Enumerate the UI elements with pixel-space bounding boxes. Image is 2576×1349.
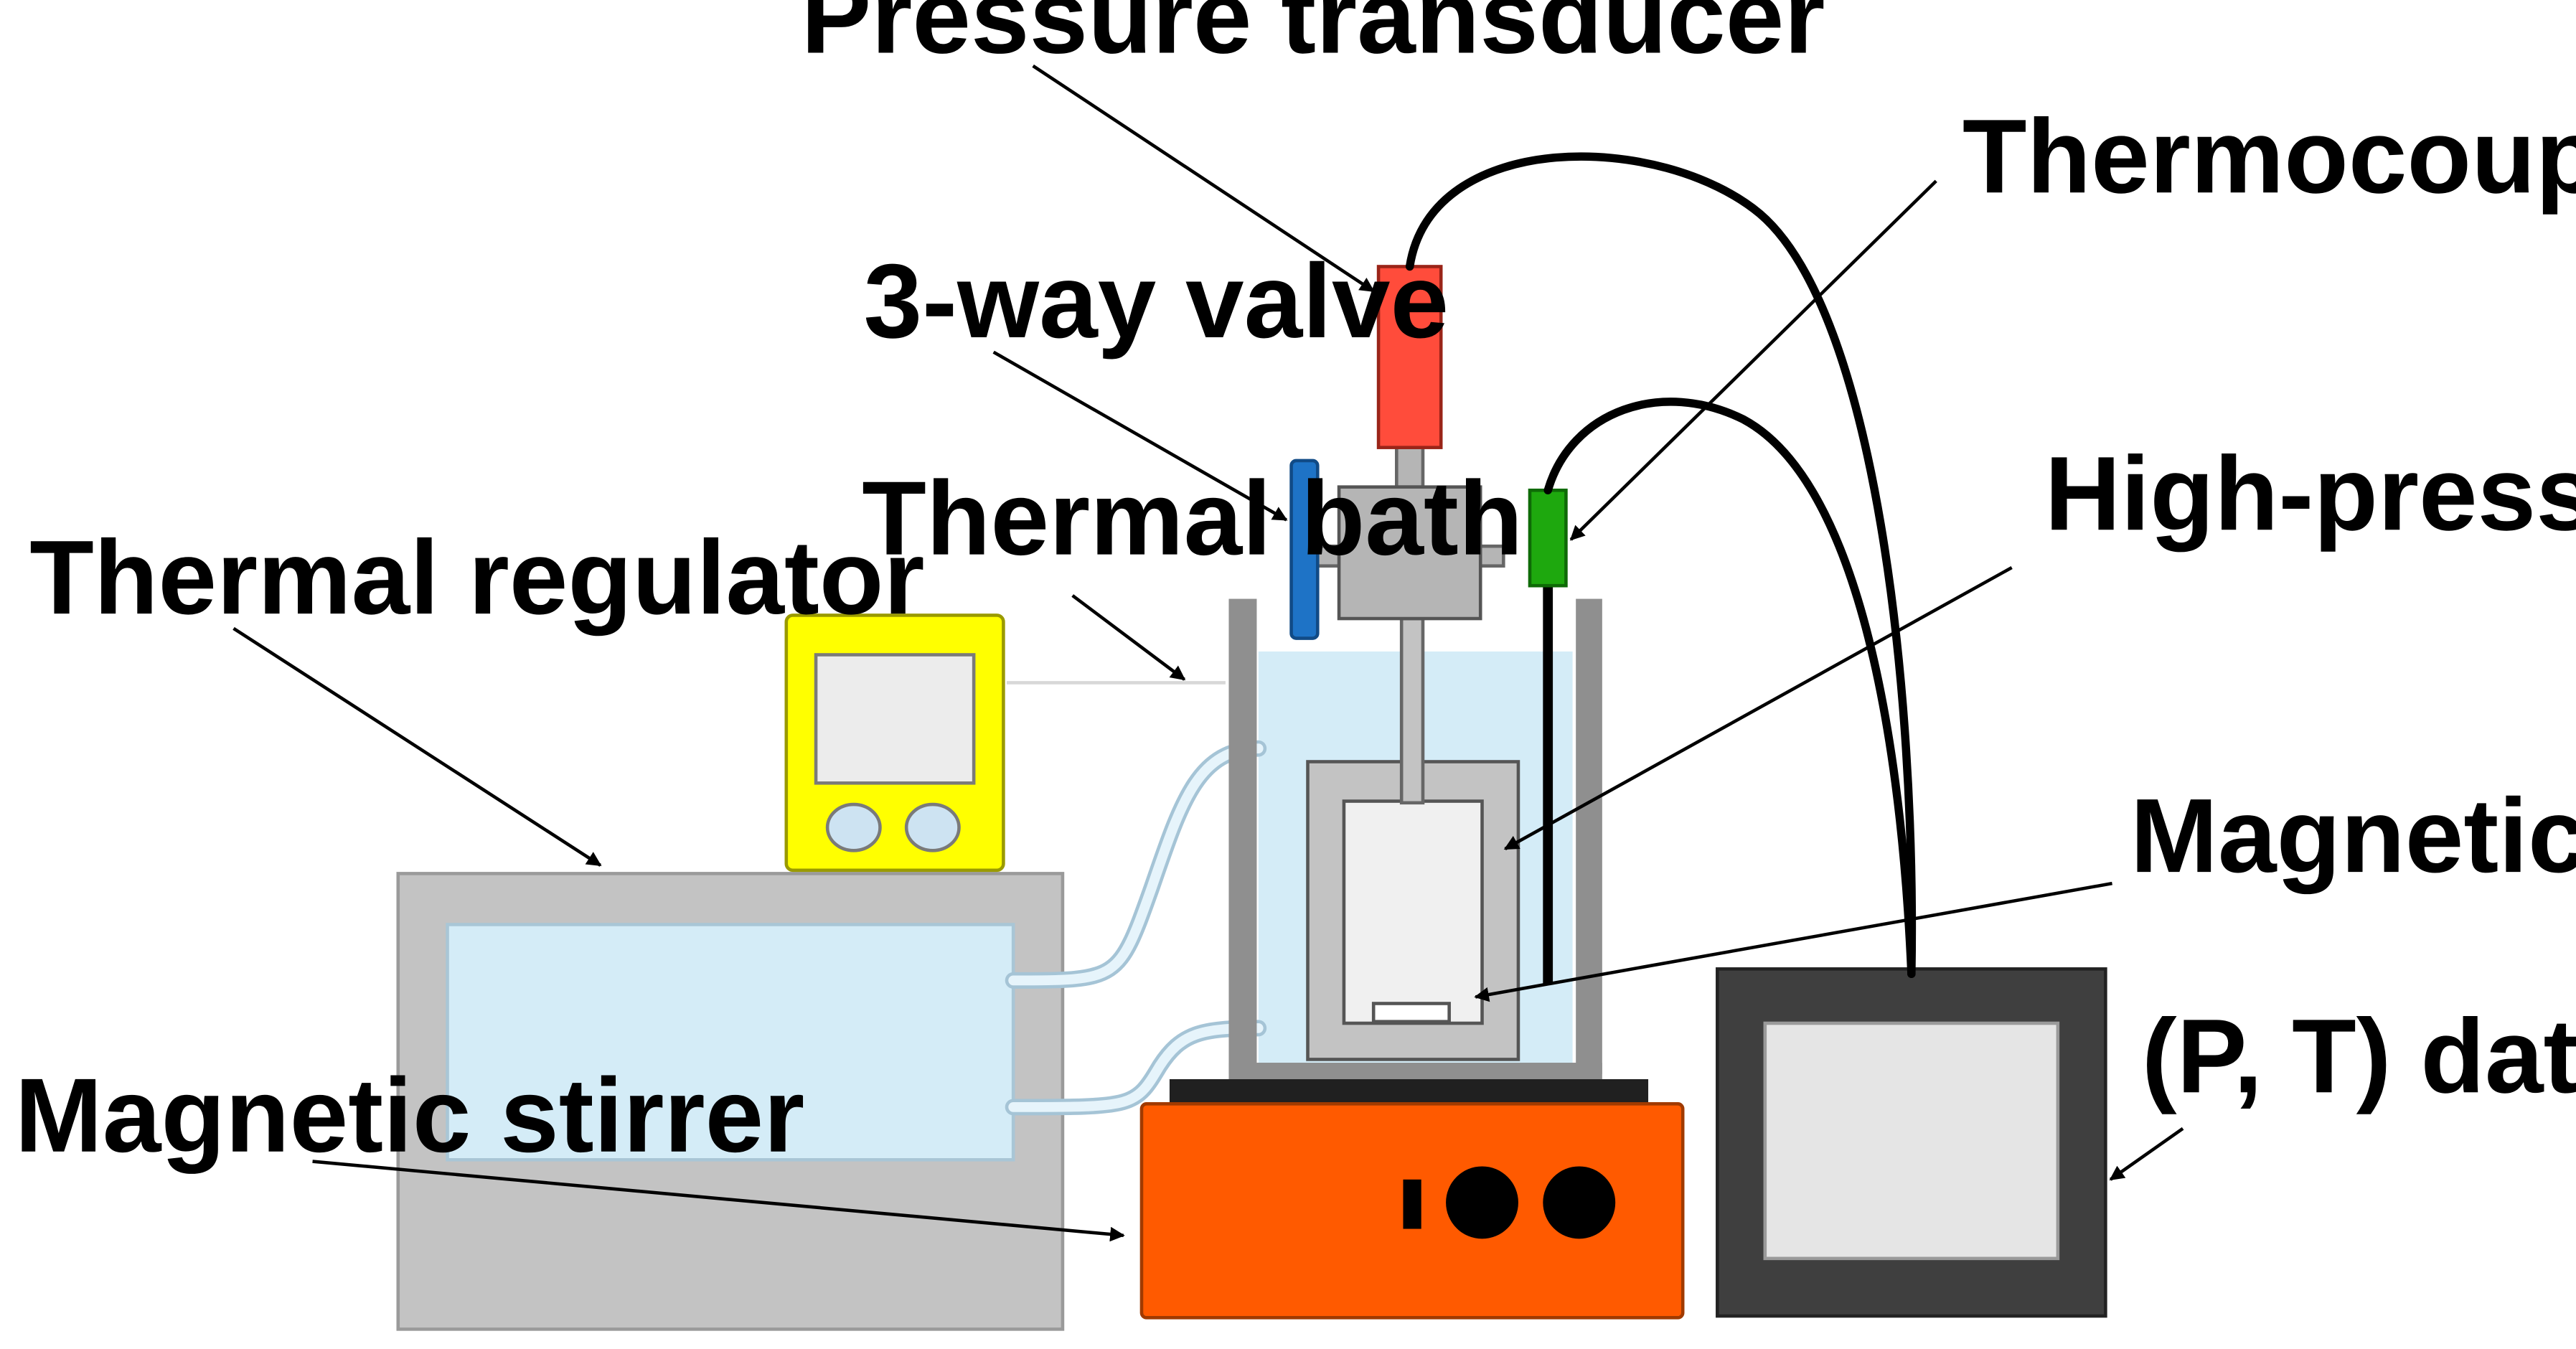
arrow-data-recorder — [2109, 1127, 2184, 1181]
arrow-three-way-valve — [992, 350, 1288, 522]
arrow-thermocouple — [1569, 179, 1937, 541]
arrow-thermal-regulator — [232, 626, 602, 867]
arrow-magnetic-bar — [1474, 881, 2112, 1002]
magnetic-stirrer — [1139, 1078, 1685, 1320]
arrow-magnetic-stirrer — [312, 1160, 1125, 1242]
arrow-high-pressure-cell — [1503, 565, 2013, 851]
label-thermal-regulator: Thermal regulator — [29, 519, 924, 636]
label-data-recorder: (P, T) data recorder — [2142, 997, 2576, 1115]
label-pressure-transducer: Pressure transducer — [801, 0, 1825, 75]
arrow-pressure-transducer — [1032, 64, 1375, 293]
label-high-pressure-cell: High-pressure cell — [2045, 435, 2576, 553]
thermal-bath — [1228, 598, 1602, 1079]
callout-arrows — [232, 64, 2184, 1242]
three-way-valve — [1289, 446, 1505, 640]
thermocouple-connector — [1528, 488, 1568, 588]
thermal-regulator — [396, 872, 1065, 1331]
regulator-controller-display — [784, 614, 1005, 873]
signal-cables — [1405, 152, 1917, 978]
arrow-thermal-bath — [1071, 594, 1186, 681]
pressure-transducer — [1376, 265, 1443, 449]
circulation-tubes — [1005, 740, 1267, 1116]
label-three-way-valve: 3-way valve — [864, 243, 1449, 360]
label-magnetic-stirrer: Magnetic stirrer — [15, 1057, 805, 1175]
label-thermocouple: Thermocouple K — [1962, 98, 2576, 215]
high-pressure-cell — [1306, 760, 1520, 1061]
label-magnetic-bar: Magnetic bar — [2130, 777, 2576, 895]
data-recorder — [1716, 967, 2107, 1318]
valve-handle — [1289, 459, 1320, 640]
cell-connecting-tube — [1399, 616, 1425, 805]
label-thermal-bath: Thermal bath — [862, 460, 1523, 578]
magnetic-bar — [1371, 1002, 1451, 1024]
